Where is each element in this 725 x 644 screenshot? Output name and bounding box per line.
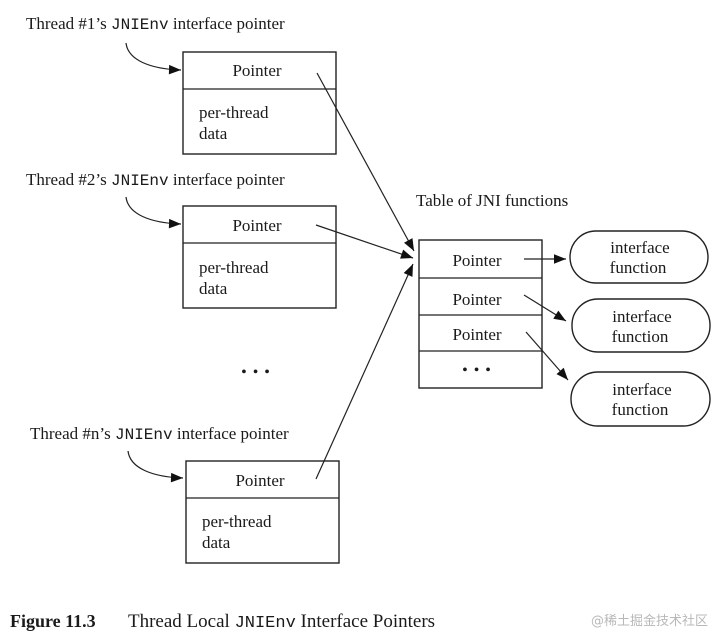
thread-1-group: Thread #1’s JNIEnv interface pointer Poi…	[26, 14, 337, 155]
function-3-line2: function	[612, 400, 669, 419]
thread-2-pointer-cell: Pointer	[232, 216, 281, 235]
thread-2-label-arrow	[125, 196, 182, 229]
thread-n-label: Thread #n’s JNIEnv interface pointer	[30, 424, 289, 444]
threads-ellipsis: • • •	[241, 364, 271, 381]
table-row-pointer-2: Pointer	[452, 290, 501, 309]
function-1-line1: interface	[610, 238, 669, 257]
watermark: @稀土掘金技术社区	[591, 613, 708, 629]
thread-n-env-box: Pointer per-thread data	[185, 460, 340, 564]
thread-1-data-line2: data	[199, 124, 228, 143]
function-3-line1: interface	[612, 380, 671, 399]
thread-2-group: Thread #2’s JNIEnv interface pointer Poi…	[26, 170, 337, 309]
thread-n-data-line1: per-thread	[202, 512, 272, 531]
interface-function-2: interface function	[571, 298, 711, 353]
jni-function-table: Table of JNI functions Pointer Pointer P…	[416, 191, 568, 389]
table-row-pointer-3: Pointer	[452, 325, 501, 344]
thread-n-label-arrow	[127, 450, 184, 483]
function-1-line2: function	[610, 258, 667, 277]
table-row-pointer-1: Pointer	[452, 251, 501, 270]
function-2-line2: function	[612, 327, 669, 346]
thread-1-to-table-arrow	[316, 72, 415, 252]
figure-caption: Figure 11.3 Thread Local JNIEnv Interfac…	[10, 611, 435, 633]
figure-title: Thread Local JNIEnv Interface Pointers	[128, 611, 435, 633]
thread-2-data-line2: data	[199, 279, 228, 298]
interface-function-3: interface function	[570, 371, 711, 427]
thread-2-to-table-arrow	[315, 224, 414, 259]
thread-n-to-table-arrow	[315, 263, 414, 480]
thread-2-env-box: Pointer per-thread data	[182, 205, 337, 309]
interface-function-1: interface function	[569, 230, 709, 284]
thread-2-label: Thread #2’s JNIEnv interface pointer	[26, 170, 285, 190]
thread-1-env-box: Pointer per-thread data	[182, 51, 337, 155]
table-to-function-2-arrow	[523, 294, 567, 322]
thread-n-group: Thread #n’s JNIEnv interface pointer Poi…	[30, 424, 340, 564]
thread-1-pointer-cell: Pointer	[232, 61, 281, 80]
table-row-ellipsis: • • •	[462, 362, 492, 379]
thread-1-data-line1: per-thread	[199, 103, 269, 122]
function-2-line1: interface	[612, 307, 671, 326]
thread-1-label: Thread #1’s JNIEnv interface pointer	[26, 14, 285, 34]
table-to-function-3-arrow	[525, 331, 569, 381]
thread-2-data-line1: per-thread	[199, 258, 269, 277]
thread-1-label-arrow	[125, 42, 182, 75]
thread-n-data-line2: data	[202, 533, 231, 552]
thread-n-pointer-cell: Pointer	[235, 471, 284, 490]
figure-number: Figure 11.3	[10, 611, 96, 631]
table-title: Table of JNI functions	[416, 191, 568, 210]
